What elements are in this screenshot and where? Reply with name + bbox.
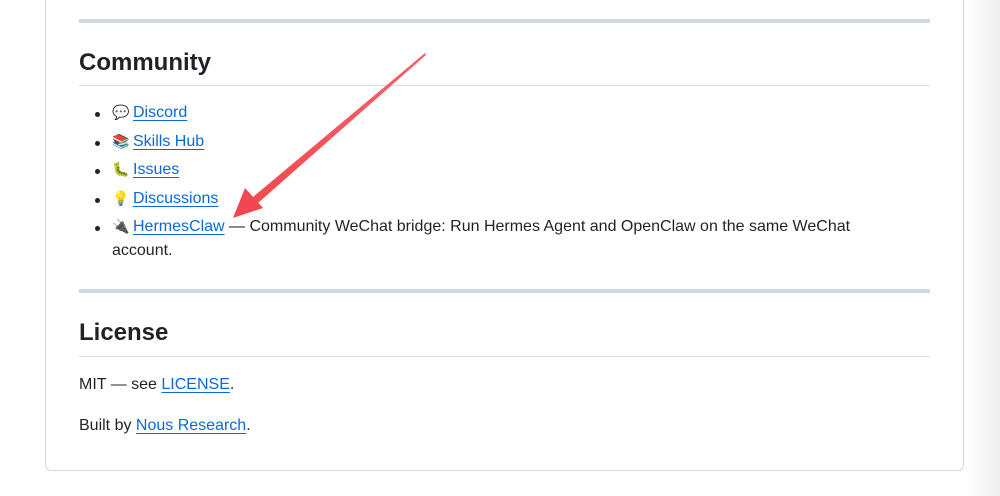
nous-research-link[interactable]: Nous Research: [135, 417, 247, 434]
period: .: [229, 376, 235, 393]
readme-card: [45, 0, 964, 471]
hermesclaw-link[interactable]: HermesClaw: [133, 218, 225, 235]
bug-icon: 🐛: [112, 162, 130, 178]
license-heading: License: [79, 319, 169, 346]
books-icon: 📚: [112, 133, 130, 150]
hermesclaw-description: — Community WeChat bridge: Run Hermes Ag…: [112, 218, 851, 259]
license-paragraph: MIT — see LICENSE.: [79, 373, 234, 397]
discord-link[interactable]: Discord: [133, 104, 188, 121]
electric-plug-icon: 🔌: [112, 219, 130, 235]
heading-underline: [79, 85, 930, 86]
period: .: [246, 417, 251, 434]
list-item: 🐛Issues: [79, 158, 930, 182]
section-divider: [79, 19, 930, 23]
built-by-paragraph: Built by Nous Research.: [79, 414, 251, 438]
license-text: MIT — see: [79, 376, 162, 393]
list-item: 💡Discussions: [79, 187, 930, 211]
light-bulb-icon: 💡: [112, 190, 130, 207]
list-item: 🔌HermesClaw — Community WeChat bridge: R…: [79, 215, 930, 263]
speech-bubble-icon: 💬: [112, 105, 130, 121]
section-divider: [79, 289, 930, 293]
issues-link[interactable]: Issues: [133, 161, 180, 178]
skills-hub-link[interactable]: Skills Hub: [133, 132, 205, 150]
community-heading: Community: [79, 49, 211, 76]
list-item: 📚Skills Hub: [79, 130, 930, 154]
discussions-link[interactable]: Discussions: [133, 189, 219, 207]
community-links-list: 💬Discord 📚Skills Hub 🐛Issues 💡Discussion…: [79, 101, 930, 268]
list-item: 💬Discord: [79, 101, 930, 125]
built-by-text: Built by: [79, 417, 136, 434]
license-link[interactable]: LICENSE: [161, 376, 230, 393]
heading-underline: [79, 356, 930, 357]
